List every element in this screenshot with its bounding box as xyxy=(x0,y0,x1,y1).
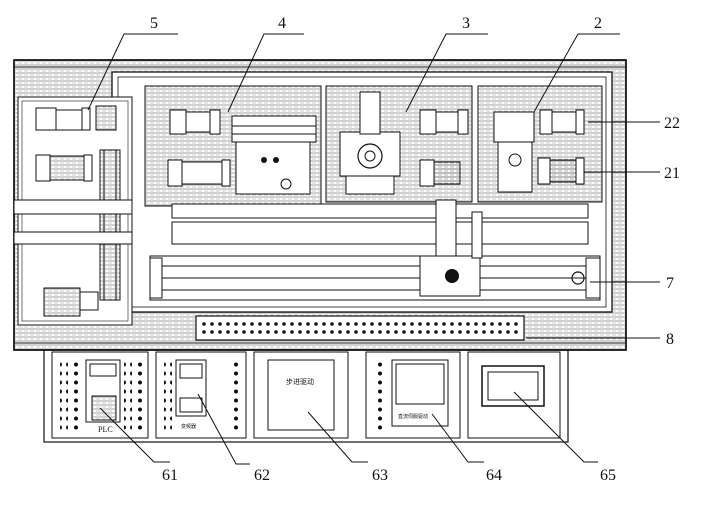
leader-lines xyxy=(87,33,660,465)
callout-5: 5 xyxy=(150,15,158,32)
linear-guide-7 xyxy=(149,199,601,301)
callout-65: 65 xyxy=(600,467,616,484)
plc-label: PLC xyxy=(98,425,113,434)
callout-21: 21 xyxy=(664,165,680,182)
stepper-label: 步进驱动 xyxy=(286,377,314,386)
module-64-label: 直流伺服驱动 xyxy=(398,413,428,420)
station-4 xyxy=(144,85,322,207)
station-5 xyxy=(13,96,133,326)
callout-63: 63 xyxy=(372,467,388,484)
station-3 xyxy=(325,85,473,203)
panel-labels: PLC 变频器 步进驱动 直流伺服驱动 xyxy=(98,377,428,434)
callout-22: 22 xyxy=(664,115,680,132)
callout-7: 7 xyxy=(666,275,674,292)
callout-2: 2 xyxy=(594,15,602,32)
callout-8: 8 xyxy=(666,331,674,348)
callout-62: 62 xyxy=(254,467,270,484)
callout-4: 4 xyxy=(278,15,286,32)
callout-64: 64 xyxy=(486,467,502,484)
module-62-label: 变频器 xyxy=(181,423,196,430)
callout-61: 61 xyxy=(162,467,178,484)
control-panel xyxy=(43,349,569,443)
callout-3: 3 xyxy=(462,15,470,32)
callouts: 5 4 3 2 22 21 7 8 61 62 63 64 65 xyxy=(150,15,680,484)
station-2 xyxy=(477,85,603,203)
terminal-strip-8 xyxy=(195,315,525,341)
